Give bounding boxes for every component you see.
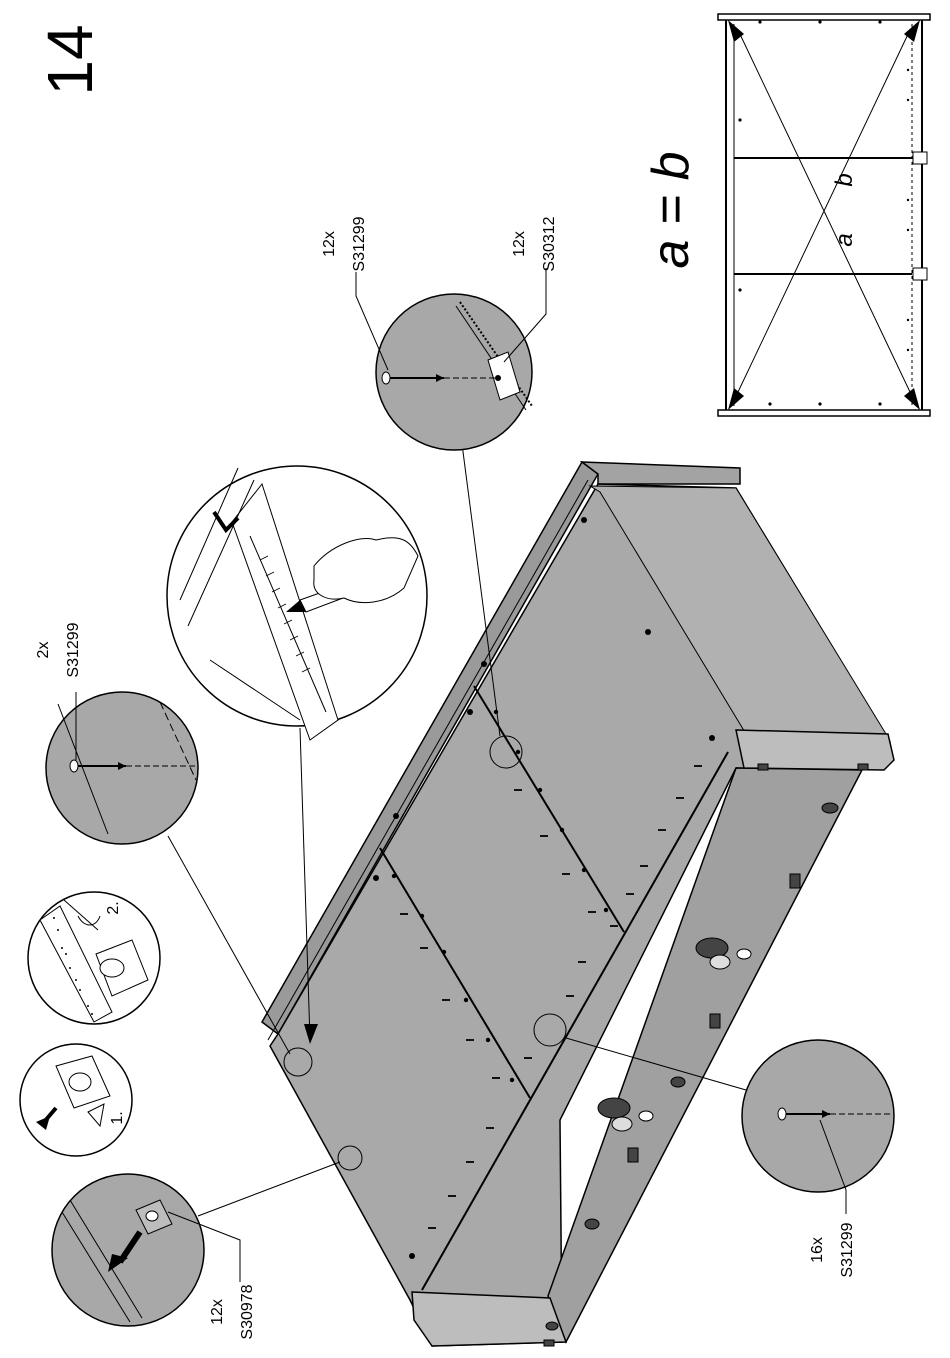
- cam-step2-detail-circle: [28, 892, 160, 1024]
- step-number: 14: [34, 24, 106, 95]
- nail-12x-qty: 12x: [321, 231, 338, 257]
- cam-block-part: S30978: [239, 1284, 256, 1339]
- measuring-detail-circle: [167, 466, 427, 740]
- diagonal-b-label: b: [831, 173, 858, 186]
- nail-2x-detail-circle: [46, 692, 198, 844]
- cam-step1-label: 1.: [109, 1111, 126, 1124]
- cam-step2-label: 2.: [105, 901, 122, 914]
- cam-block-qty: 12x: [209, 1299, 226, 1325]
- equation-label: a = b: [642, 151, 700, 268]
- cam-block-detail-circle: [52, 1174, 204, 1326]
- bracket-12x-part: S30312: [541, 216, 558, 271]
- nail-16x-qty: 16x: [809, 1237, 826, 1263]
- bracket-detail-circle: [376, 294, 532, 450]
- diagonal-check-diagram: a b: [718, 14, 930, 416]
- nail-2x-qty: 2x: [35, 642, 52, 659]
- bracket-12x-qty: 12x: [511, 231, 528, 257]
- nail-2x-part: S31299: [65, 622, 82, 677]
- nail-12x-part: S31299: [351, 216, 368, 271]
- nail-16x-detail-circle: [742, 1040, 894, 1192]
- nail-16x-part: S31299: [839, 1222, 856, 1277]
- diagonal-a-label: a: [831, 233, 858, 246]
- cam-step1-detail-circle: [20, 1044, 132, 1156]
